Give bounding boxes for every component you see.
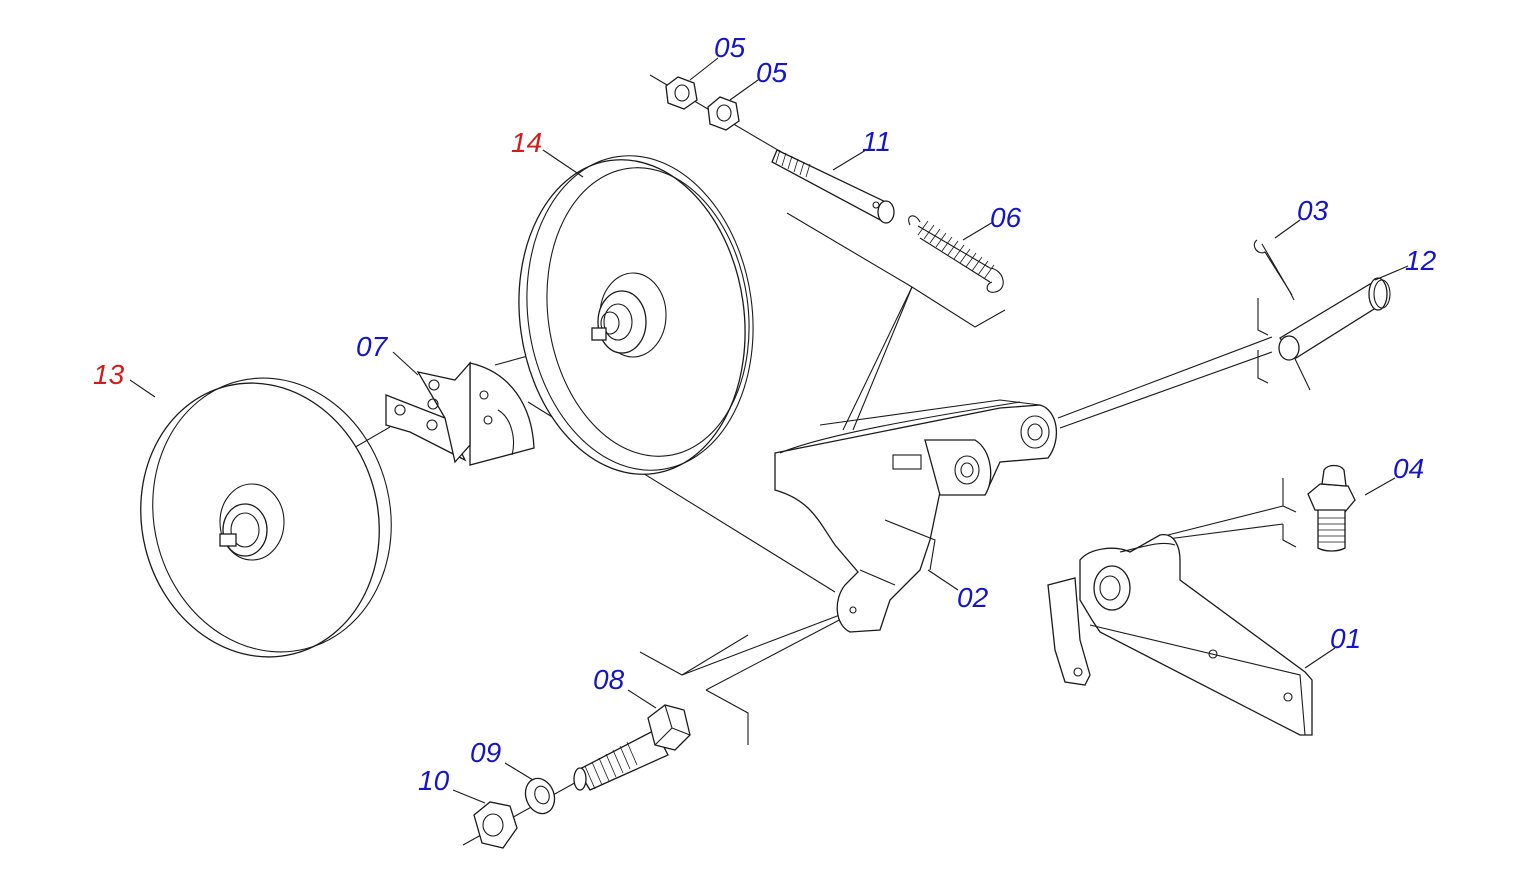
pin-12 <box>1278 277 1391 361</box>
label-08: 08 <box>593 664 625 695</box>
label-12: 12 <box>1405 245 1437 276</box>
label-11: 11 <box>862 126 891 157</box>
grease-nipple-04 <box>1307 464 1356 552</box>
label-04: 04 <box>1393 453 1424 484</box>
part-labels: 05 05 11 06 14 07 13 03 12 04 02 01 08 0… <box>93 32 1437 796</box>
disc-14 <box>518 155 754 475</box>
arm-01 <box>1047 534 1313 736</box>
label-leaders <box>129 57 1409 804</box>
label-03: 03 <box>1297 195 1329 226</box>
label-10: 10 <box>418 765 450 796</box>
label-06: 06 <box>990 202 1022 233</box>
bolt-11 <box>771 149 895 224</box>
cotter-pin-03 <box>1253 239 1295 301</box>
label-07: 07 <box>356 331 389 362</box>
nut-05b <box>707 96 740 131</box>
bolt-08 <box>573 704 691 791</box>
label-02: 02 <box>957 582 989 613</box>
label-01: 01 <box>1330 623 1361 654</box>
spring-06 <box>908 215 1004 293</box>
label-14: 14 <box>511 127 542 158</box>
disc-13 <box>140 377 392 658</box>
label-05-b: 05 <box>756 57 788 88</box>
label-05-a: 05 <box>714 32 746 63</box>
arm-02 <box>774 399 1058 633</box>
label-09: 09 <box>470 737 501 768</box>
washer-09 <box>524 777 556 815</box>
bracket-07 <box>385 361 535 466</box>
nut-05a <box>665 76 698 110</box>
nut-10 <box>473 801 518 849</box>
label-13: 13 <box>93 359 125 390</box>
